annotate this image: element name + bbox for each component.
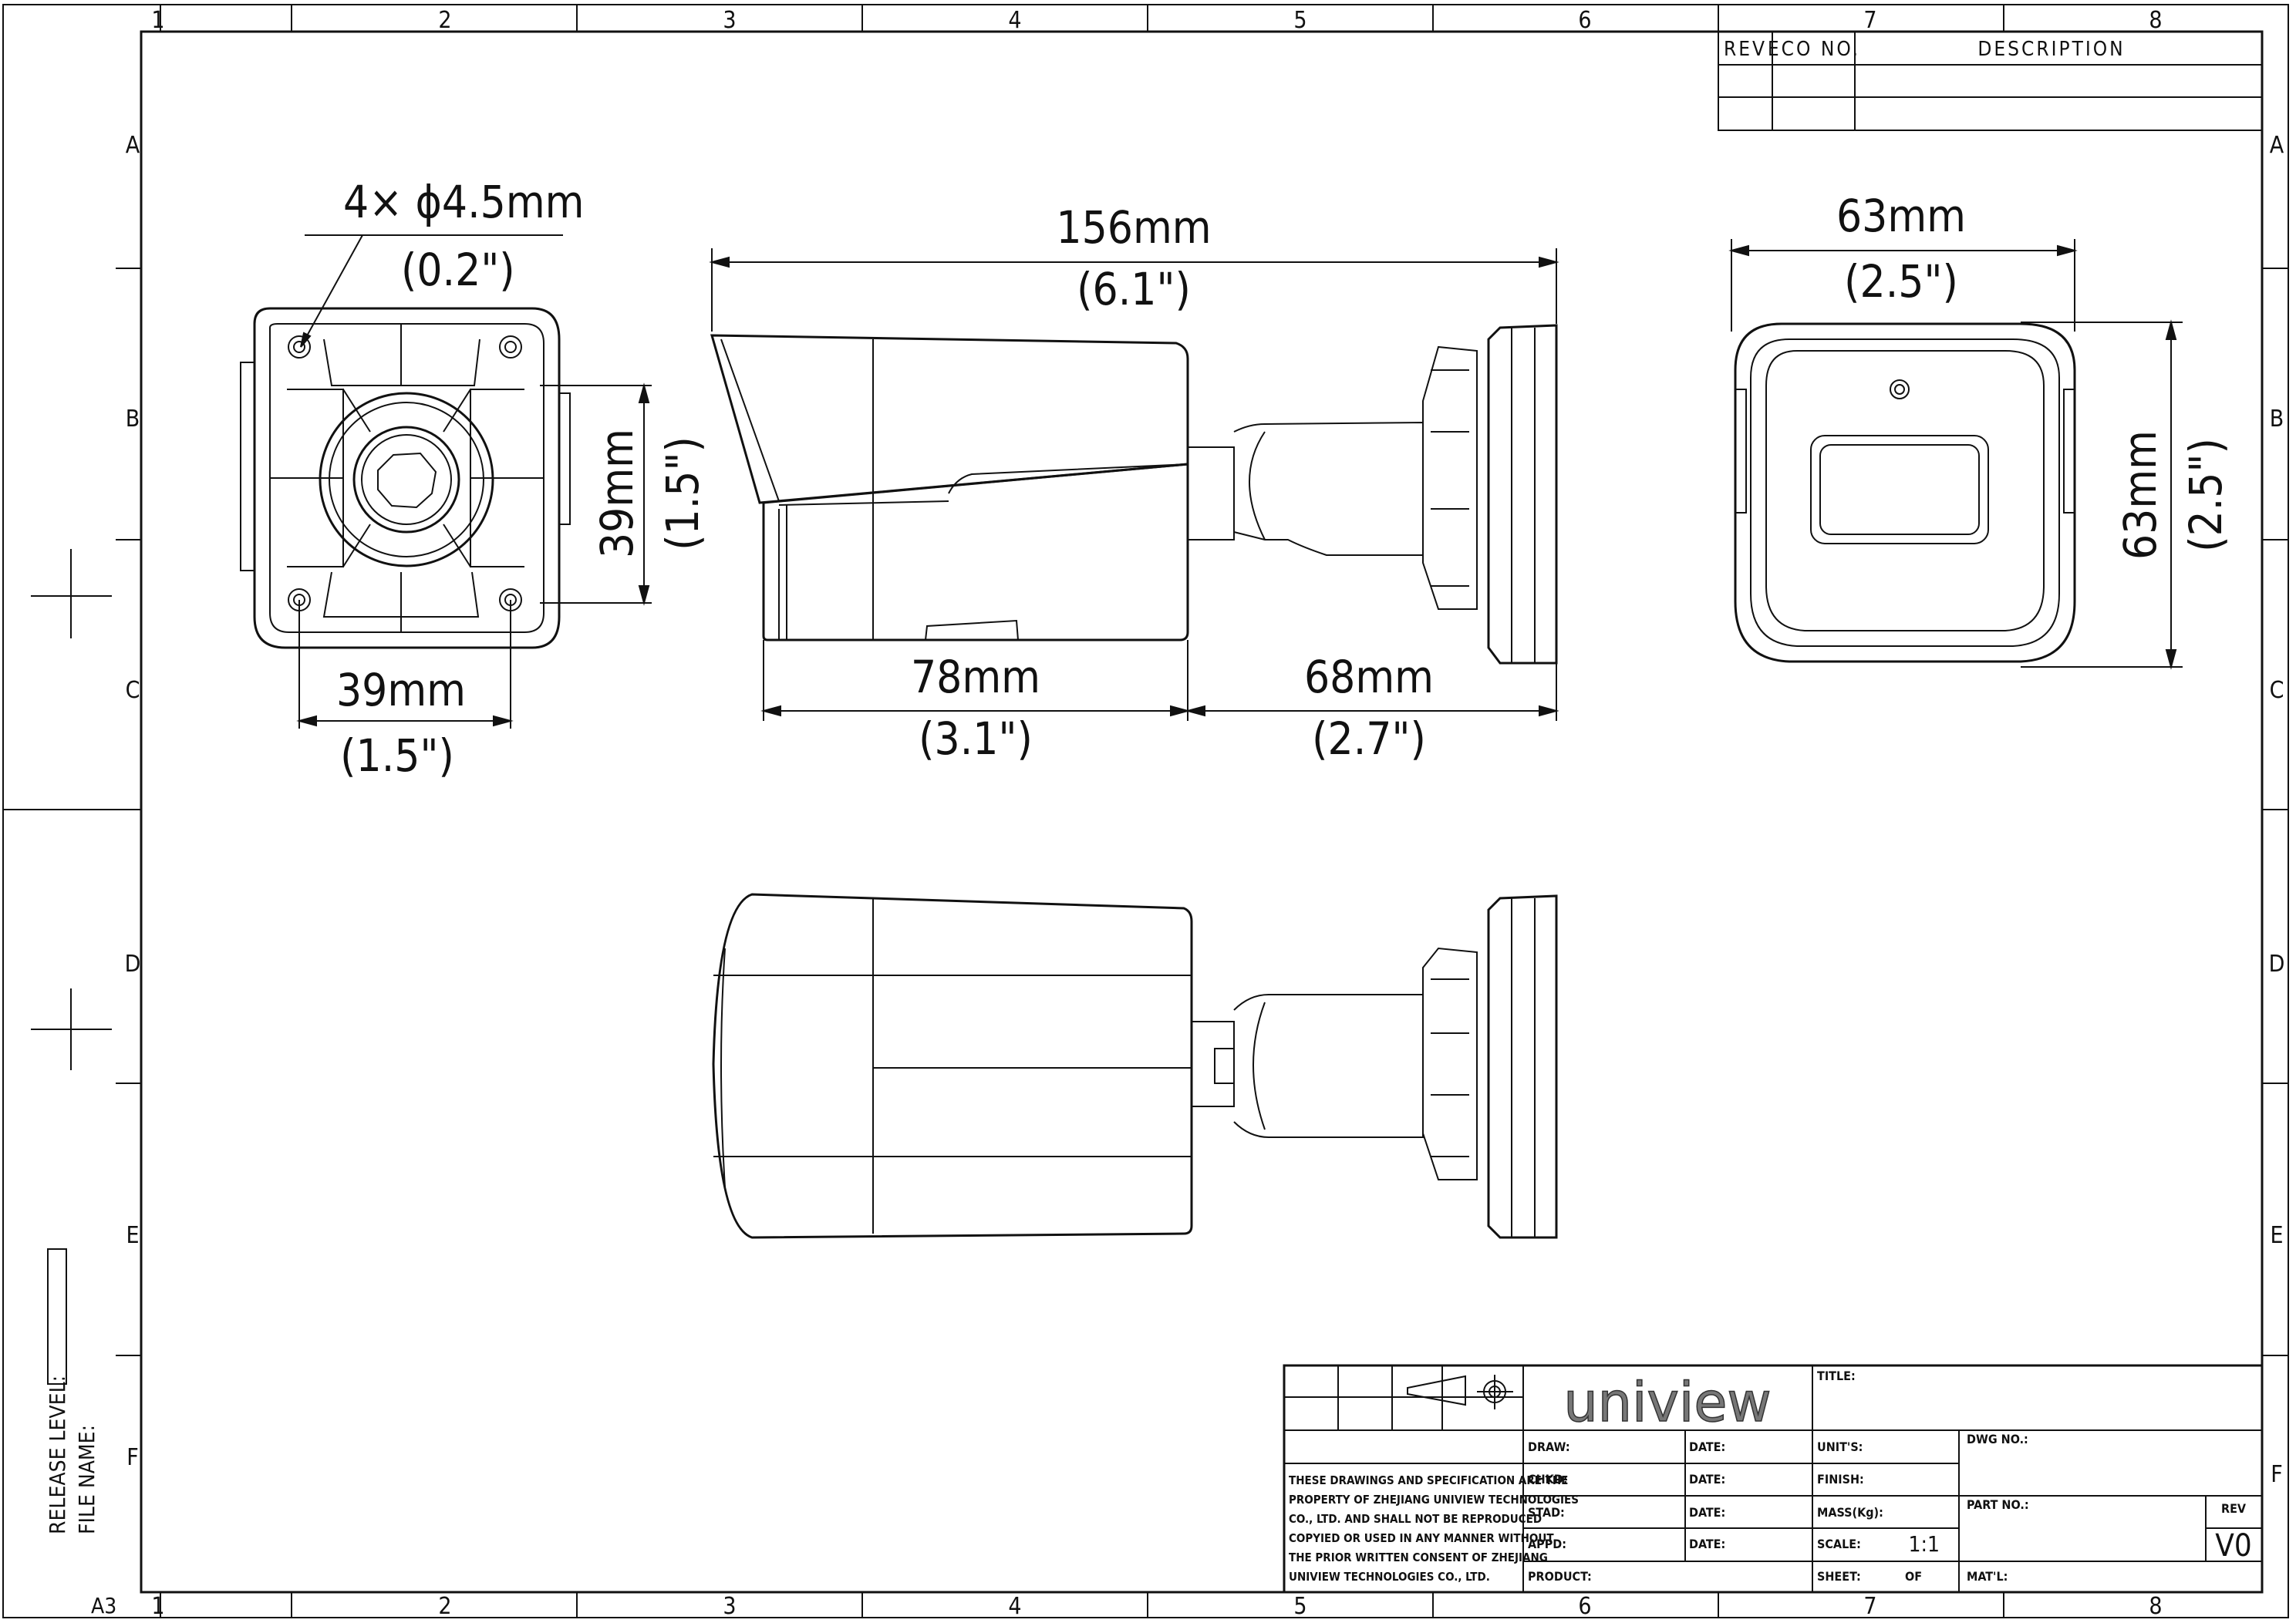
zone-row-B: B: [126, 406, 140, 433]
scale-value: 1:1: [1908, 1531, 1940, 1557]
chkd-date-label: DATE:: [1689, 1472, 1725, 1487]
file-name-label: FILE NAME:: [74, 1425, 99, 1534]
material-label: MAT'L:: [1967, 1569, 2008, 1584]
mount-hole: [288, 335, 311, 359]
appd-date-label: DATE:: [1689, 1537, 1725, 1551]
drawing-frame: [2, 4, 2289, 1618]
front-view: 4× ϕ4.5mm (0.2") 39mm (1.5") 39mm (1.5"): [240, 176, 709, 782]
eco-no-header: ECO NO.: [1768, 38, 1860, 61]
stad-date-label: DATE:: [1689, 1505, 1725, 1520]
front-width-mm: 39mm: [336, 664, 466, 716]
stad-label: STAD:: [1528, 1505, 1565, 1520]
revision-table: REV ECO NO. DESCRIPTION: [1718, 31, 2263, 131]
release-level-label: RELEASE LEVEL:: [45, 1376, 70, 1534]
mount-hole: [499, 335, 522, 359]
notice-line-4: COPYIED OR USED IN ANY MANNER WITHOUT: [1289, 1531, 1554, 1545]
notice-line-3: CO., LTD. AND SHALL NOT BE REPRODUCED: [1289, 1512, 1542, 1526]
zone-col-6: 6: [1578, 7, 1591, 34]
zone-row-F-right: F: [2271, 1461, 2283, 1488]
product-label: PRODUCT:: [1528, 1569, 1592, 1584]
rear-height-in: (2.5"): [2180, 438, 2232, 552]
zone-col-7: 7: [1863, 7, 1876, 34]
scale-label: SCALE:: [1817, 1537, 1861, 1551]
lens-window: [1810, 435, 1989, 544]
rear-width-in: (2.5"): [1844, 255, 1958, 308]
zone-col-8-bottom: 8: [2149, 1593, 2162, 1620]
zone-row-A: A: [126, 132, 140, 159]
rev-value: V0: [2215, 1528, 2252, 1564]
overall-length-mm: 156mm: [1056, 201, 1211, 254]
rear-width-mm: 63mm: [1836, 190, 1966, 242]
zone-row-D: D: [125, 951, 141, 978]
body-length-mm: 78mm: [911, 651, 1040, 703]
zone-row-C: C: [126, 677, 140, 704]
zone-col-1: 1: [151, 7, 164, 34]
draw-date-label: DATE:: [1689, 1439, 1725, 1454]
zone-col-4-bottom: 4: [1008, 1593, 1021, 1620]
front-height-mm: 39mm: [591, 429, 643, 558]
draw-label: DRAW:: [1528, 1439, 1570, 1454]
rev-label: REV: [2221, 1501, 2247, 1516]
zone-row-D-right: D: [2269, 951, 2285, 978]
rear-height-mm: 63mm: [2114, 430, 2166, 560]
rear-view: 63mm (2.5") 63mm (2.5"): [1728, 190, 2232, 670]
body-length-in: (3.1"): [919, 712, 1033, 765]
zone-col-5: 5: [1293, 7, 1306, 34]
sheet-size-label: A3: [91, 1593, 116, 1618]
side-view: 156mm (6.1") 78mm (3.1") 68mm (2.7"): [709, 201, 1559, 765]
dwg-no-label: DWG NO.:: [1967, 1432, 2028, 1446]
sensor-dot: [1890, 379, 1910, 399]
notice-line-5: THE PRIOR WRITTEN CONSENT OF ZHEJIANG: [1289, 1551, 1548, 1564]
title-label: TITLE:: [1817, 1369, 1856, 1383]
zone-col-5-bottom: 5: [1293, 1593, 1306, 1620]
notice-line-2: PROPERTY OF ZHEJIANG UNIVIEW TECHNOLOGIE…: [1289, 1493, 1579, 1507]
zone-row-A-right: A: [2270, 132, 2284, 159]
zone-row-E-right: E: [2270, 1222, 2283, 1249]
zone-row-F: F: [126, 1444, 139, 1471]
finish-label: FINISH:: [1817, 1472, 1864, 1487]
zone-col-6-bottom: 6: [1578, 1593, 1591, 1620]
zone-labels: 1 2 3 4 5 6 7 8 1 2 3 4 5 6 7 8 A B C D …: [125, 7, 2285, 1620]
of-label: OF: [1905, 1569, 1922, 1584]
zone-col-7-bottom: 7: [1863, 1593, 1876, 1620]
overall-length-in: (6.1"): [1077, 263, 1191, 315]
mass-label: MASS(Kg):: [1817, 1505, 1883, 1520]
zone-row-C-right: C: [2270, 677, 2284, 704]
holes-dimension-inch: (0.2"): [401, 244, 515, 296]
notice-line-1: THESE DRAWINGS AND SPECIFICATION ARE THE: [1289, 1473, 1568, 1487]
mount-length-in: (2.7"): [1312, 712, 1426, 765]
zone-col-1-bottom: 1: [151, 1593, 164, 1620]
zone-col-8: 8: [2149, 7, 2162, 34]
zone-col-2-bottom: 2: [438, 1593, 451, 1620]
zone-row-B-right: B: [2270, 406, 2284, 433]
margin-box: [47, 1248, 67, 1385]
title-block: uniview TITLE: DWG NO.: PART NO.: REV V0…: [1283, 1364, 2264, 1594]
sheet-label: SHEET:: [1817, 1569, 1861, 1584]
projection-symbol: [1407, 1375, 1513, 1409]
chkd-label: CHKD:: [1528, 1472, 1567, 1487]
appd-label: APPD:: [1528, 1537, 1566, 1551]
zone-row-E: E: [126, 1222, 139, 1249]
zone-col-3: 3: [723, 7, 736, 34]
units-label: UNIT'S:: [1817, 1439, 1863, 1454]
registration-mark: [31, 549, 112, 638]
front-height-in: (1.5"): [656, 436, 709, 551]
side-view-no-shield: [712, 893, 1558, 1239]
description-header: DESCRIPTION: [1977, 38, 2125, 61]
front-width-in: (1.5"): [340, 729, 454, 782]
rev-header: REV: [1724, 38, 1767, 61]
notice-line-6: UNIVIEW TECHNOLOGIES CO., LTD.: [1289, 1570, 1490, 1584]
zone-col-2: 2: [438, 7, 451, 34]
holes-dimension-label: 4× ϕ4.5mm: [343, 176, 585, 228]
zone-col-4: 4: [1008, 7, 1021, 34]
registration-mark: [31, 988, 112, 1070]
mount-length-mm: 68mm: [1304, 651, 1434, 703]
part-no-label: PART NO.:: [1967, 1497, 2029, 1512]
zone-col-3-bottom: 3: [723, 1593, 736, 1620]
uniview-logo: uniview: [1563, 1371, 1771, 1434]
